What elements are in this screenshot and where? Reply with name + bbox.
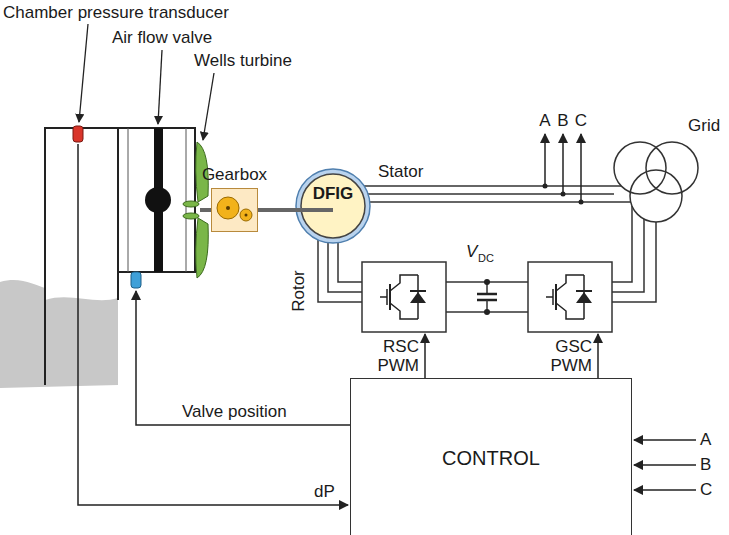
signal-name: RSC bbox=[383, 337, 419, 357]
rotor-disc bbox=[301, 174, 365, 238]
signal-name: GSC bbox=[555, 337, 592, 357]
junction-dot bbox=[579, 200, 584, 205]
leader-arrow bbox=[79, 24, 88, 122]
phase-label: C bbox=[700, 480, 712, 500]
tap-arrow bbox=[580, 134, 582, 202]
turbine-blade bbox=[196, 218, 209, 278]
phase-label: B bbox=[557, 111, 568, 131]
gearbox-box: Gearbox bbox=[211, 188, 258, 232]
rotor-wire bbox=[338, 236, 362, 282]
junction-dot bbox=[484, 309, 490, 315]
junction-dot bbox=[561, 192, 566, 197]
generator-circle: DFIG bbox=[293, 166, 373, 246]
signal-name: PWM bbox=[550, 356, 592, 376]
rotor-wire bbox=[318, 236, 362, 302]
input-arrow bbox=[634, 464, 696, 466]
duct-line bbox=[128, 128, 129, 272]
wire-label: Rotor bbox=[289, 270, 309, 312]
generator-outline bbox=[293, 166, 373, 246]
wire-label: Stator bbox=[378, 162, 423, 182]
phase-label: A bbox=[700, 430, 711, 450]
signal-name: dP bbox=[314, 482, 335, 502]
gear bbox=[217, 197, 239, 219]
control-box: CONTROL bbox=[350, 378, 632, 535]
node-heading: Gearbox bbox=[202, 165, 267, 185]
phase-label: B bbox=[700, 455, 711, 475]
gear-symbol bbox=[211, 188, 258, 232]
grid-wire bbox=[612, 219, 644, 292]
tap-arrow bbox=[544, 134, 546, 186]
transformer-winding bbox=[646, 142, 698, 194]
junction-dot bbox=[543, 184, 548, 189]
node-label: DFIG bbox=[313, 184, 354, 203]
grid-label: Grid bbox=[688, 116, 720, 136]
generator-shaft bbox=[295, 208, 333, 212]
voltage-symbol: V bbox=[466, 242, 477, 262]
pwm-arrow bbox=[597, 334, 599, 378]
transformer-winding bbox=[614, 142, 666, 194]
transformer-winding bbox=[630, 170, 682, 222]
callout-label: Air flow valve bbox=[112, 28, 212, 48]
sea-water bbox=[0, 280, 118, 388]
capacitor-plate bbox=[477, 293, 497, 296]
valve-disc bbox=[145, 187, 171, 213]
gear bbox=[240, 209, 252, 221]
tap-arrow bbox=[562, 134, 564, 194]
gear-axle bbox=[226, 206, 230, 210]
turbine-blade bbox=[183, 201, 199, 207]
grid-wire bbox=[612, 222, 656, 302]
rotor-wire bbox=[328, 236, 362, 292]
stator-wire bbox=[360, 185, 621, 187]
rsc-converter bbox=[362, 262, 446, 332]
node-label: CONTROL bbox=[442, 446, 540, 470]
signal-name: PWM bbox=[377, 356, 419, 376]
valve-sensor bbox=[131, 272, 141, 288]
stator-wire bbox=[360, 193, 614, 195]
stator-ring bbox=[296, 169, 370, 243]
stator-wire bbox=[360, 201, 631, 203]
signal-name: Valve position bbox=[182, 402, 287, 422]
turbine-blade bbox=[183, 213, 199, 219]
voltage-subscript: DC bbox=[478, 252, 494, 265]
chamber-wall bbox=[45, 128, 118, 385]
air-duct bbox=[118, 128, 195, 272]
gear-axle bbox=[245, 214, 248, 217]
pressure-transducer bbox=[73, 126, 83, 142]
drive-shaft bbox=[258, 208, 295, 212]
chamber-front-wall bbox=[117, 272, 119, 300]
phase-label: A bbox=[539, 111, 550, 131]
phase-label: C bbox=[575, 111, 587, 131]
junction-dot bbox=[484, 279, 490, 285]
grid-wire bbox=[612, 206, 632, 282]
gsc-converter bbox=[528, 262, 612, 332]
valve-position-signal bbox=[136, 291, 350, 425]
duct-line bbox=[186, 128, 187, 272]
callout-label: Wells turbine bbox=[194, 51, 292, 71]
leader-arrow bbox=[203, 73, 214, 140]
callout-label: Chamber pressure transducer bbox=[3, 3, 229, 23]
input-arrow bbox=[634, 439, 696, 441]
leader-arrow bbox=[158, 50, 162, 124]
input-arrow bbox=[634, 489, 696, 491]
pwm-arrow bbox=[424, 334, 426, 378]
